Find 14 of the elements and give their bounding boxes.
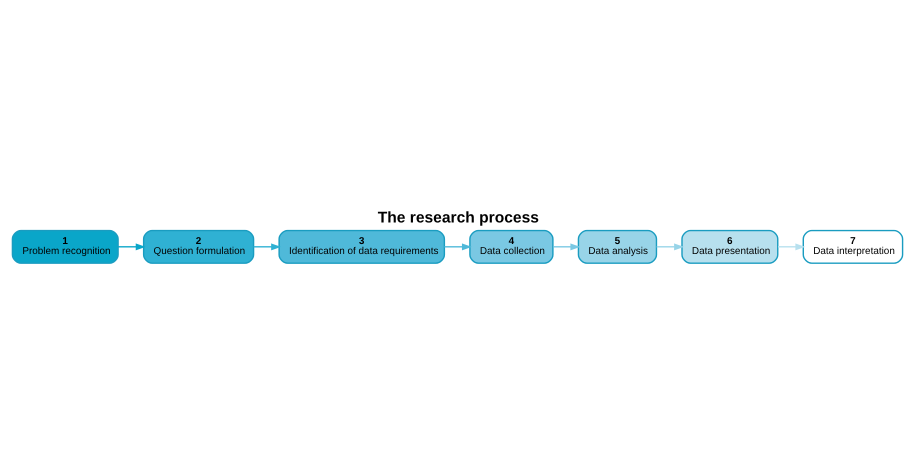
diagram-title: The research process: [378, 209, 539, 226]
arrow: [444, 243, 472, 250]
node-box: 6 Data presentation: [681, 230, 778, 264]
node-box: 3 Identification of data requirements: [278, 230, 446, 264]
node-box: 5 Data analysis: [578, 230, 658, 264]
arrow: [656, 243, 684, 250]
arrow: [553, 243, 580, 250]
node-box: 7 Data interpretation: [802, 230, 904, 264]
node-box: 4 Data collection: [469, 230, 554, 264]
node-box: 2 Question formulation: [142, 230, 254, 264]
node-box: 1 Problem recognition: [12, 230, 119, 264]
arrow: [118, 243, 146, 250]
arrow: [778, 243, 806, 250]
arrow: [254, 243, 282, 250]
